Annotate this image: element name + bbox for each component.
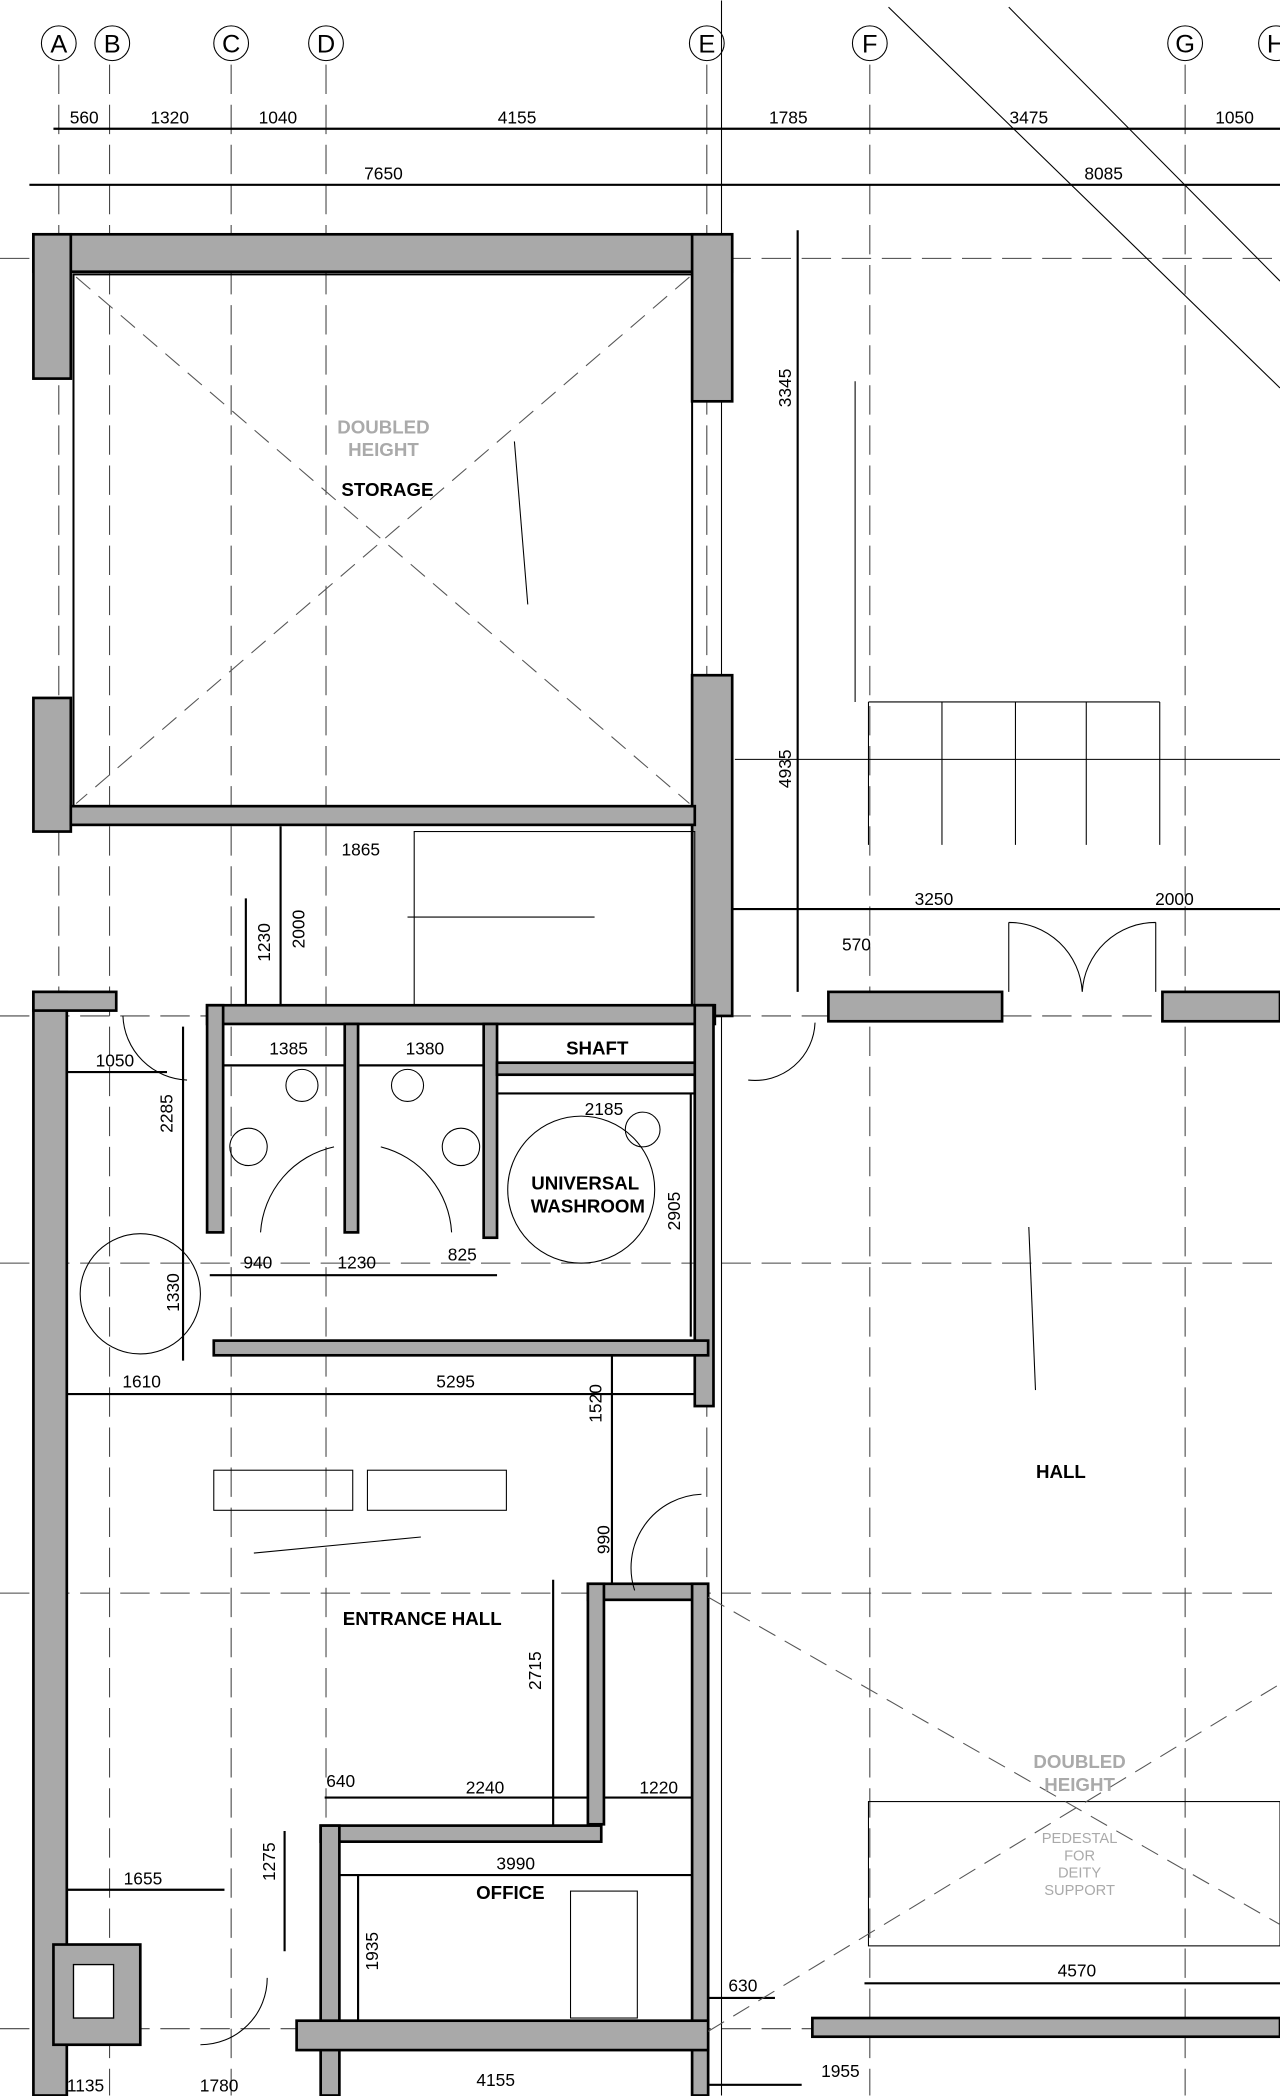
dim-label: 8085	[1084, 164, 1123, 184]
dim-label: 2185	[585, 1099, 624, 1119]
room-label-storage: STORAGE	[341, 479, 433, 500]
room-label-universal-washroom: WASHROOM	[531, 1195, 645, 1216]
dim-label: 1230	[337, 1252, 376, 1272]
dim-label: 1935	[362, 1932, 382, 1971]
dim-label: 2905	[664, 1192, 684, 1231]
pedestal-label: SUPPORT	[1044, 1883, 1115, 1899]
dim-label: 7650	[364, 164, 403, 184]
dim-label: 640	[326, 1771, 355, 1791]
stair	[407, 381, 1280, 1006]
dimension-labels: 560 1320 1040 4155 1785 3475 1050 7650 8…	[67, 107, 1254, 2095]
room-labels: DOUBLED HEIGHT STORAGE SHAFT UNIVERSAL W…	[337, 416, 1126, 1903]
dim-label: 1610	[122, 1371, 161, 1391]
washroom-block	[32, 921, 1280, 2096]
pedestal-label: FOR	[1064, 1848, 1095, 1864]
room-label-shaft: SHAFT	[566, 1038, 629, 1059]
room-label-entrance-hall: ENTRANCE HALL	[343, 1608, 502, 1629]
storage-note: DOUBLED	[337, 416, 429, 437]
svg-text:F: F	[862, 31, 878, 59]
grid-bubble-h: H	[1258, 25, 1280, 62]
pedestal-label: DEITY	[1058, 1866, 1101, 1882]
dim-label: 4155	[498, 107, 537, 127]
dim-label: 825	[448, 1244, 477, 1264]
grid-bubble-e: E	[688, 25, 725, 62]
grid-bubble-f: F	[851, 25, 888, 62]
dim-label: 1330	[163, 1273, 183, 1312]
svg-text:D: D	[317, 31, 335, 59]
dim-label: 1135	[67, 2076, 104, 2096]
dim-label: 560	[70, 107, 99, 127]
dim-label: 1520	[585, 1384, 605, 1423]
dim-label: 2000	[289, 910, 309, 949]
svg-text:E: E	[698, 31, 715, 59]
dim-label: 4570	[1058, 1961, 1097, 1981]
room-label-hall: HALL	[1036, 1461, 1086, 1482]
dim-label: 1050	[96, 1051, 135, 1071]
dim-label: 2715	[525, 1651, 545, 1690]
dim-label: 2240	[466, 1778, 505, 1798]
grid-bubble-d: D	[308, 25, 344, 62]
grid-bubble-a: A	[40, 25, 77, 62]
dim-label: 1220	[639, 1778, 678, 1798]
dim-label: 630	[728, 1975, 757, 1995]
room-label-universal-washroom: UNIVERSAL	[531, 1173, 639, 1194]
grid-bubble-g: G	[1167, 25, 1204, 62]
storage-room	[32, 232, 734, 1018]
dim-label: 3990	[496, 1854, 535, 1874]
dim-label: 990	[593, 1525, 613, 1554]
svg-text:C: C	[222, 31, 240, 59]
dim-label: 5295	[436, 1371, 475, 1391]
dim-label: 1865	[341, 840, 380, 860]
room-label-office: OFFICE	[476, 1882, 545, 1903]
svg-text:H: H	[1267, 31, 1280, 59]
svg-text:B: B	[104, 31, 121, 59]
dim-label: 940	[243, 1252, 272, 1272]
grid-bubbles: A B C D E F G H	[40, 25, 1280, 62]
dim-label: 1275	[259, 1842, 279, 1881]
dim-label: 1655	[124, 1868, 163, 1888]
dim-label: 3475	[1009, 107, 1048, 127]
hall-note: HEIGHT	[1044, 1774, 1115, 1795]
dim-label: 3250	[915, 889, 954, 909]
dim-label: 1785	[769, 107, 808, 127]
dim-label: 3345	[775, 369, 795, 408]
dim-label: 1385	[269, 1039, 308, 1059]
dimension-lines	[29, 127, 1280, 2086]
dim-label: 570	[842, 934, 871, 954]
dim-label: 1380	[406, 1039, 445, 1059]
dim-label: 1955	[821, 2061, 860, 2081]
dim-label: 4155	[476, 2070, 515, 2090]
dim-label: 1320	[150, 107, 189, 127]
grid-bubble-b: B	[94, 25, 131, 62]
dim-label: 1780	[200, 2076, 239, 2096]
dim-label: 1050	[1215, 107, 1254, 127]
dim-label: 1230	[254, 923, 274, 962]
dim-label: 2285	[156, 1094, 176, 1133]
pedestal-label: PEDESTAL	[1042, 1831, 1118, 1847]
grid-bubble-c: C	[213, 25, 250, 62]
storage-note: HEIGHT	[348, 439, 419, 460]
dim-label: 2000	[1155, 889, 1194, 909]
hall-note: DOUBLED	[1033, 1751, 1125, 1772]
dim-label: 4935	[775, 749, 795, 788]
svg-text:G: G	[1175, 31, 1195, 59]
svg-text:A: A	[50, 31, 67, 59]
dim-label: 1040	[259, 107, 298, 127]
